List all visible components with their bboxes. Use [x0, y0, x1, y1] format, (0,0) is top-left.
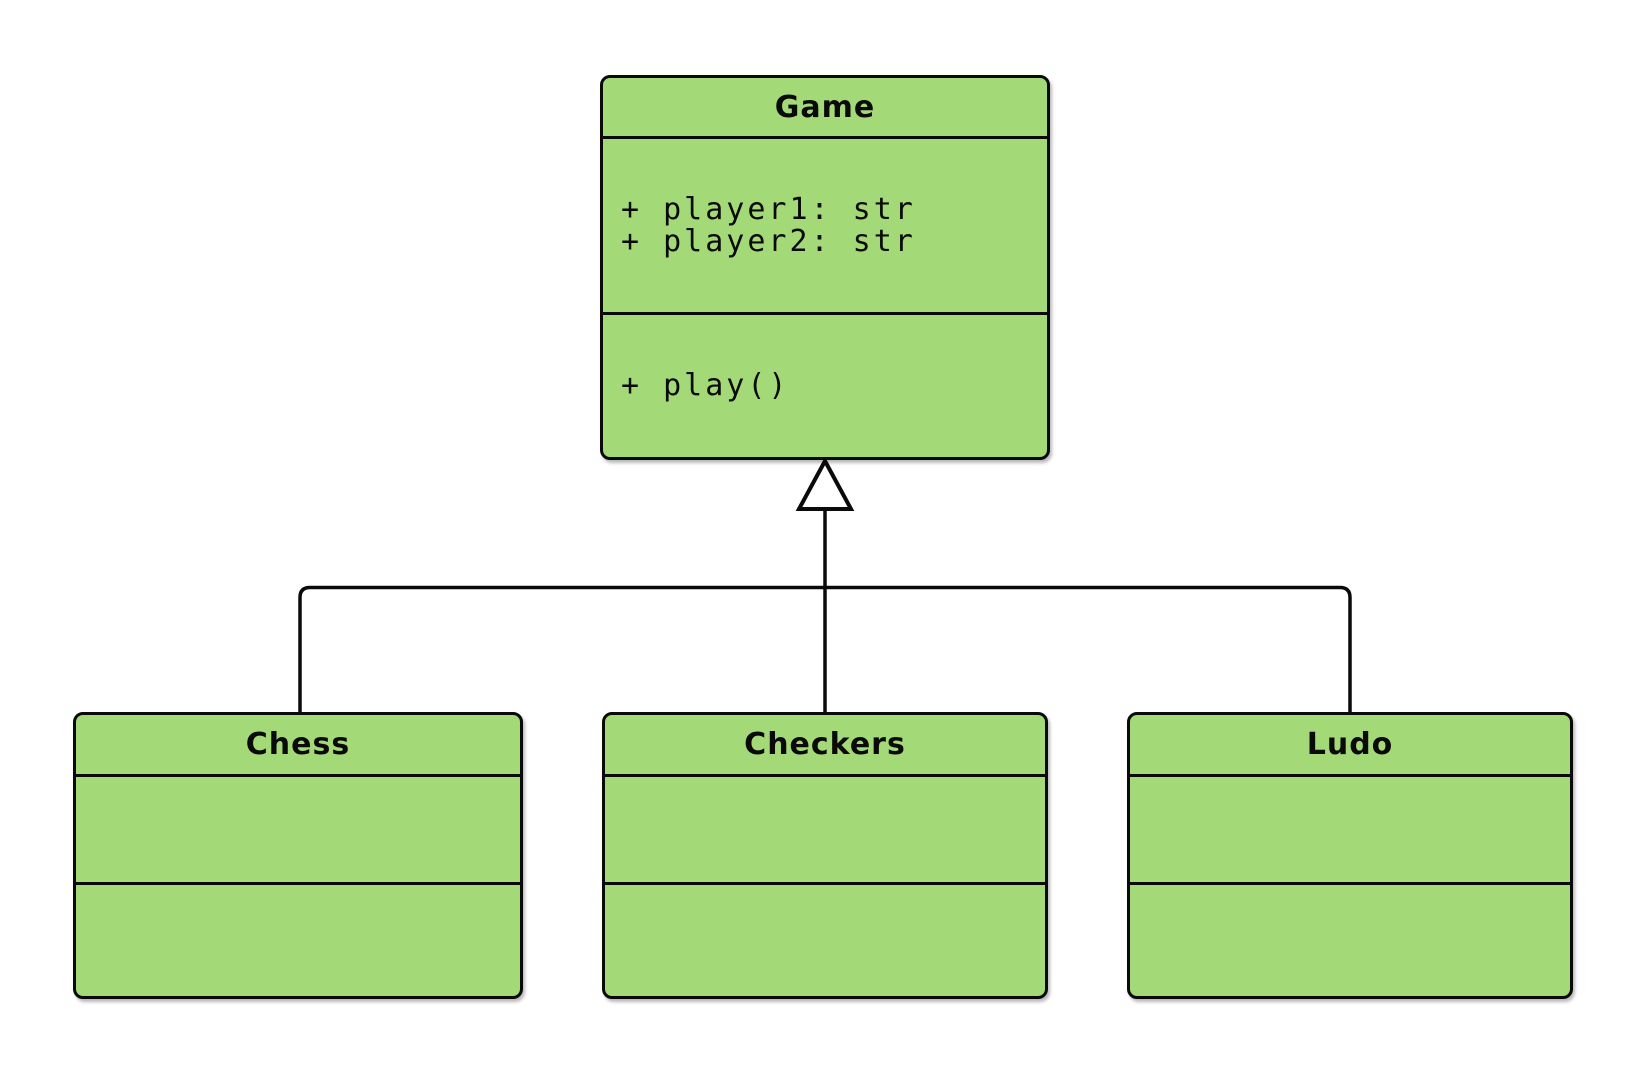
- class-title-chess: Chess: [76, 715, 520, 777]
- methods-compartment-game: + play(): [603, 315, 1047, 457]
- class-box-chess: Chess: [73, 712, 523, 999]
- class-box-checkers: Checkers: [602, 712, 1048, 999]
- methods-compartment-chess: [76, 885, 520, 996]
- inheritance-arrowhead-icon: [795, 456, 855, 511]
- method-line: + play(): [621, 368, 790, 403]
- class-box-game: Game + player1: str + player2: str + pla…: [600, 75, 1050, 460]
- connector-branch-chess: [298, 585, 825, 712]
- class-title-game: Game: [603, 78, 1047, 139]
- attributes-compartment-ludo: [1130, 777, 1570, 885]
- methods-compartment-checkers: [605, 885, 1045, 996]
- attribute-line: + player2: str: [621, 223, 916, 259]
- attributes-compartment-checkers: [605, 777, 1045, 885]
- class-title-checkers: Checkers: [605, 715, 1045, 777]
- attributes-compartment-game: + player1: str + player2: str: [603, 139, 1047, 315]
- class-title-ludo: Ludo: [1130, 715, 1570, 777]
- class-box-ludo: Ludo: [1127, 712, 1573, 999]
- attributes-compartment-chess: [76, 777, 520, 885]
- connector-branch-ludo: [825, 585, 1352, 712]
- methods-compartment-ludo: [1130, 885, 1570, 996]
- attribute-line: + player1: str: [621, 191, 916, 227]
